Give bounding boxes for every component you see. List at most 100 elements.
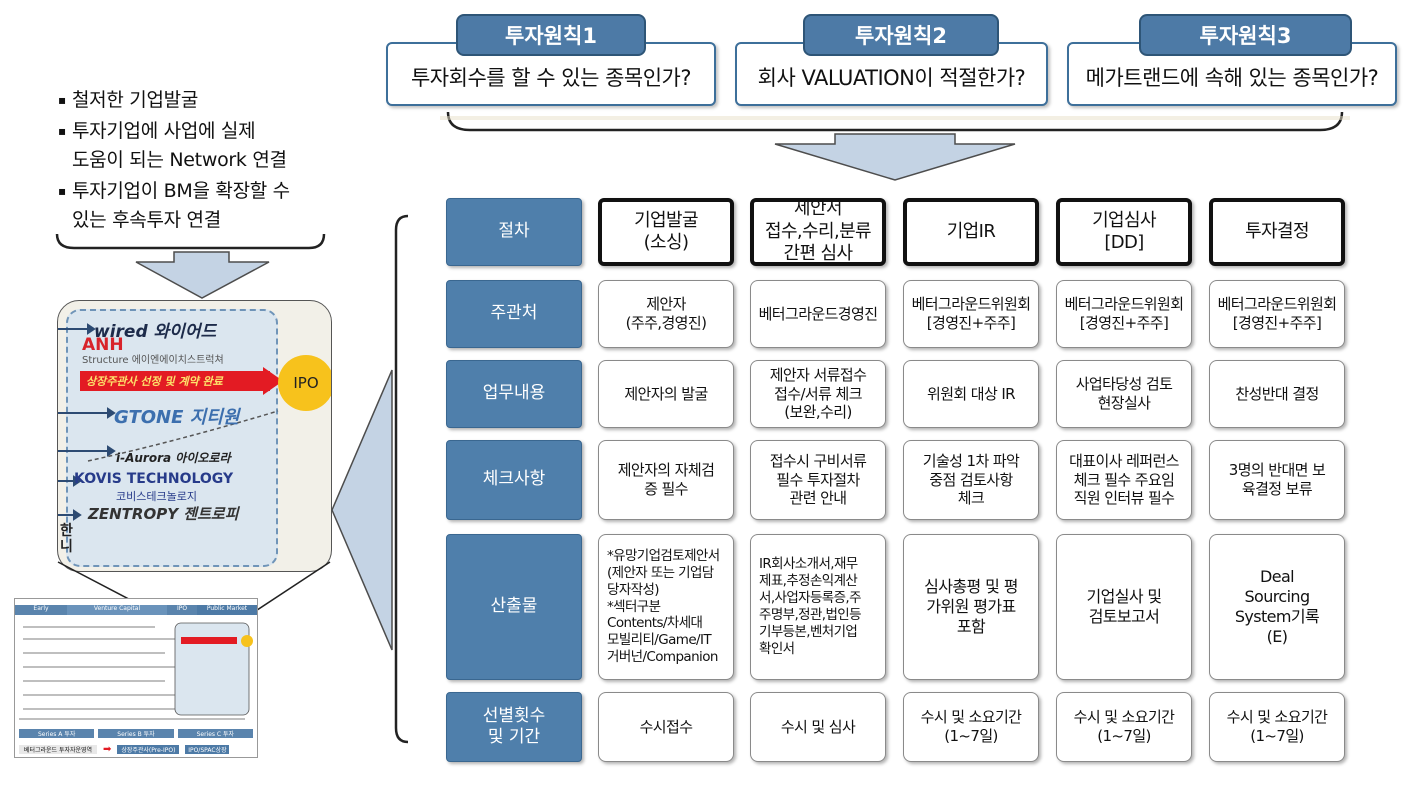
cell-text: Deal Sourcing System기록 (E) [1234, 567, 1320, 646]
cell-text: 투자결정 [1245, 220, 1309, 242]
cell-text: 베터그라운드위원회 [경영진+주주] [1064, 295, 1184, 332]
roadmap-thumbnail: Early Venture Capital IPO Public Market … [14, 598, 258, 758]
cell-r0-c1: 제안서 접수,수리,분류 간편 심사 [750, 198, 886, 266]
series-b: Series B 투자 [98, 729, 174, 738]
cell-text: 대표이사 레퍼런스 체크 필수 주요임 직원 인터뷰 필수 [1069, 451, 1179, 508]
cell-r3-c0: 제안자의 자체검 증 필수 [598, 440, 734, 520]
cell-r3-c1: 접수시 구비서류 필수 투자절차 관련 안내 [750, 440, 886, 520]
row-head-label: 업무내용 [482, 383, 546, 404]
stage-early: Early [15, 605, 67, 615]
cell-text: 수시접수 [639, 717, 693, 736]
principle-1-tab: 투자원칙1 [456, 14, 646, 56]
logo-wired: wired 와이어드 [94, 322, 217, 342]
cell-text: 수시 및 소요기간 (1~7일) [1073, 708, 1175, 745]
grid-brace [331, 214, 409, 744]
ipo-arrow-icon [263, 367, 283, 395]
cell-text: 기업실사 및 검토보고서 [1086, 587, 1162, 626]
cell-text: 기술성 1차 파악 중점 검토사항 체크 [922, 451, 1020, 508]
row-head-label: 선별횟수 및 기간 [482, 705, 546, 747]
cell-r2-c0: 제안자의 발굴 [598, 360, 734, 428]
ipo-banner: 상장주관사 선정 및 계약 완료 [80, 371, 270, 391]
cell-text: 베터그라운드위원회 [경영진+주주] [1217, 295, 1337, 332]
portfolio-arrows [58, 323, 279, 521]
cell-r0-c3: 기업심사 [DD] [1056, 198, 1192, 266]
cell-text: 접수시 구비서류 필수 투자절차 관련 안내 [769, 451, 867, 508]
stage-ipo: IPO [167, 605, 197, 615]
principle-3-text: 메가트랜드에 속해 있는 종목인가? [1085, 66, 1379, 90]
logo-anh: ANH [82, 335, 124, 355]
logo-anh-structure: Structure 에이엔에이치스트럭쳐 [82, 355, 224, 366]
row-head-5: 선별횟수 및 기간 [446, 692, 582, 762]
cell-text: 찬성반대 결정 [1235, 384, 1319, 403]
portfolio-panel: wired 와이어드 ANH Structure 에이엔에이치스트럭쳐 상장주관… [57, 300, 332, 572]
principle-2-label: 투자원칙2 [855, 24, 947, 48]
cell-r0-c4: 투자결정 [1209, 198, 1345, 266]
row-head-4: 산출물 [446, 534, 582, 680]
cell-r1-c1: 베터그라운드경영진 [750, 280, 886, 348]
principle-3-label: 투자원칙3 [1199, 24, 1292, 48]
thumb-btn-ipo: IPO/SPAC상장 [185, 745, 230, 754]
cell-r5-c0: 수시접수 [598, 692, 734, 762]
cell-text: 수시 및 심사 [780, 717, 856, 736]
series-c: Series C 투자 [177, 729, 253, 738]
cell-r2-c3: 사업타당성 검토 현장실사 [1056, 360, 1192, 428]
cell-r4-c4: Deal Sourcing System기록 (E) [1209, 534, 1345, 680]
logo-hanni: 한니 [60, 523, 73, 555]
cell-text: *유망기업검토제안서 (제안자 또는 기업담 당자작성) *섹터구분 Conte… [607, 547, 720, 666]
cell-text: 기업IR [946, 220, 996, 242]
cell-text: IR회사소개서,재무 제표,추정손익계산 서,사업자등록증,주 주명부,정관,법… [759, 556, 862, 657]
cell-r5-c3: 수시 및 소요기간 (1~7일) [1056, 692, 1192, 762]
down-arrow-icon [774, 133, 1016, 181]
row-head-label: 주관처 [490, 303, 538, 324]
row-head-2: 업무내용 [446, 360, 582, 428]
row-head-label: 절차 [498, 221, 530, 242]
cell-r2-c2: 위원회 대상 IR [903, 360, 1039, 428]
cell-text: 수시 및 소요기간 (1~7일) [1226, 708, 1328, 745]
down-arrow-icon-left [135, 251, 270, 299]
logo-kovis-kr: 코비스테크놀로지 [116, 490, 197, 503]
cell-r3-c2: 기술성 1차 파악 중점 검토사항 체크 [903, 440, 1039, 520]
thumbnail-lines [19, 622, 253, 720]
cell-r1-c4: 베터그라운드위원회 [경영진+주주] [1209, 280, 1345, 348]
feature-bullets: 철저한 기업발굴 투자기업에 사업에 실제 도움이 되는 Network 연결 … [58, 86, 290, 235]
cell-text: 베터그라운드경영진 [758, 304, 878, 323]
series-a: Series A 투자 [19, 729, 95, 738]
stage-public: Public Market [197, 605, 257, 615]
cell-r0-c0: 기업발굴 (소싱) [598, 198, 734, 266]
cell-text: 제안자 (주주,경영진) [625, 295, 707, 332]
principle-2-tab: 투자원칙2 [803, 14, 999, 56]
ipo-circle: IPO [278, 355, 331, 411]
bullet-3: 투자기업이 BM을 확장할 수 있는 후속투자 연결 [58, 177, 290, 235]
row-head-0: 절차 [446, 198, 582, 266]
cell-text: 제안서 접수,수리,분류 간편 심사 [764, 198, 872, 265]
row-head-label: 체크사항 [482, 469, 546, 490]
cell-text: 사업타당성 검토 현장실사 [1075, 375, 1173, 412]
cell-text: 베터그라운드위원회 [경영진+주주] [911, 295, 1031, 332]
logo-kovis: KOVIS TECHNOLOGY [74, 471, 234, 487]
principle-3-tab: 투자원칙3 [1139, 14, 1352, 56]
thumb-btn-preipo: 상장주관사(Pre-IPO) [117, 745, 180, 754]
cell-text: 제안자의 자체검 증 필수 [617, 461, 715, 498]
cell-r1-c3: 베터그라운드위원회 [경영진+주주] [1056, 280, 1192, 348]
cell-r4-c1: IR회사소개서,재무 제표,추정손익계산 서,사업자등록증,주 주명부,정관,법… [750, 534, 886, 680]
cell-text: 기업심사 [DD] [1092, 209, 1156, 254]
cell-r5-c2: 수시 및 소요기간 (1~7일) [903, 692, 1039, 762]
portfolio-dashed-area [66, 309, 278, 567]
cell-r4-c0: *유망기업검토제안서 (제안자 또는 기업담 당자작성) *섹터구분 Conte… [598, 534, 734, 680]
cell-r1-c0: 제안자 (주주,경영진) [598, 280, 734, 348]
logo-aurora: i-Aurora 아이오로라 [116, 451, 231, 465]
cell-r0-c2: 기업IR [903, 198, 1039, 266]
bullets-brace [55, 233, 326, 299]
cell-r4-c3: 기업실사 및 검토보고서 [1056, 534, 1192, 680]
cell-text: 수시 및 소요기간 (1~7일) [920, 708, 1022, 745]
principle-2-text: 회사 VALUATION이 적절한가? [757, 66, 1026, 90]
left-arrow-icon [331, 369, 393, 651]
cell-text: 제안자의 발굴 [624, 384, 708, 403]
logo-zentropy: ZENTROPY 젠트로피 [88, 505, 239, 523]
cell-r1-c2: 베터그라운드위원회 [경영진+주주] [903, 280, 1039, 348]
cell-r2-c1: 제안자 서류접수 접수/서류 체크 (보완,수리) [750, 360, 886, 428]
cell-r2-c4: 찬성반대 결정 [1209, 360, 1345, 428]
thumb-arrow-icon: ➡ [103, 744, 112, 755]
cell-text: 위원회 대상 IR [927, 384, 1016, 403]
principle-1-text: 투자회수를 할 수 있는 종목인가? [410, 66, 692, 90]
